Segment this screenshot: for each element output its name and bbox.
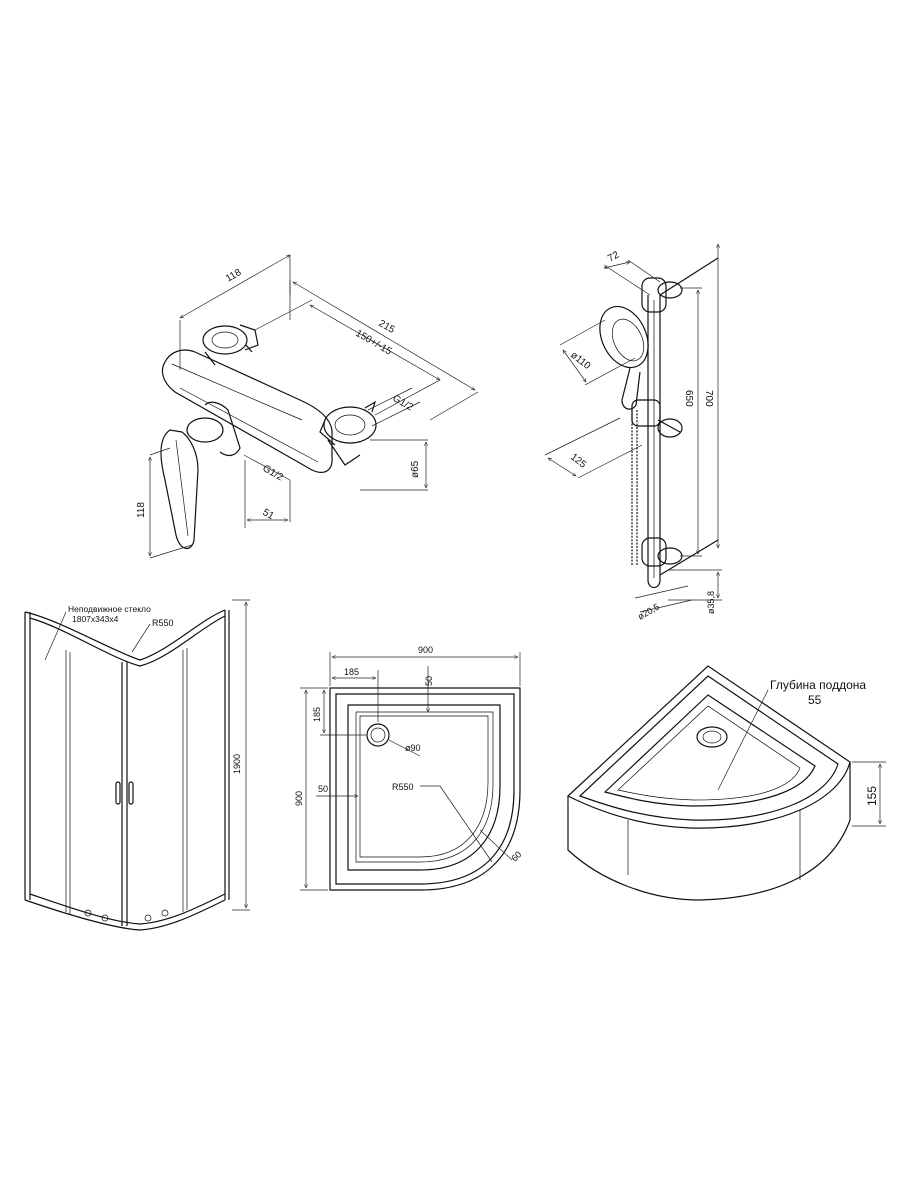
dim-118-top-label: 118	[224, 267, 244, 285]
mixer-body	[161, 349, 333, 473]
dim-150: 150+/-15	[254, 299, 440, 416]
dim-358-label: ø35,8	[706, 591, 716, 614]
enclosure-height-label: 1900	[232, 754, 242, 774]
dim-700-label: 700	[703, 390, 714, 407]
dim-900-width: 900	[329, 645, 521, 686]
dim-60: 60	[479, 829, 523, 863]
enclosure-fixed-glass-callout: Неподвижное стекло 1807x343x4	[44, 604, 151, 661]
tray-iso-basin	[603, 694, 816, 807]
enclosure-radius-label: R550	[152, 618, 174, 628]
tray-depth-label: 900	[294, 791, 304, 806]
dim-205: ø20,5	[634, 585, 693, 622]
dim-51: 51	[244, 460, 291, 528]
tray-drain	[366, 723, 390, 747]
mixer-right-fitting	[319, 400, 377, 466]
dim-g12-left-label: G1/2	[261, 463, 286, 484]
mixer-lever	[160, 429, 199, 549]
rim-curve-label: 60	[509, 849, 523, 863]
rim-left-label: 50	[318, 784, 328, 794]
tray-depth-callout-label: Глубина поддона	[770, 678, 866, 692]
dim-185-x: 185	[332, 667, 379, 722]
dim-72-label: 72	[606, 249, 622, 264]
dim-51-label: 51	[261, 507, 277, 522]
dim-125: 125	[544, 417, 643, 479]
dim-1900: 1900	[232, 599, 250, 911]
dim-65: ø65	[360, 439, 428, 491]
enclosure-radius-callout: R550	[131, 618, 174, 653]
enclosure-fixed-glass	[65, 648, 188, 914]
tray-plan-basin	[347, 704, 501, 871]
dim-118-side-label: 118	[136, 502, 147, 518]
tray-radius-label: R550	[392, 782, 414, 792]
dim-900-depth: 900	[294, 687, 328, 891]
dim-110: ø110	[559, 319, 636, 386]
dim-700: 700	[703, 244, 718, 548]
drain-diameter-label: ø90	[405, 743, 421, 753]
dim-118-side: 118	[136, 447, 193, 559]
shower-hose	[631, 410, 638, 565]
tray-height-label: 155	[865, 786, 879, 806]
enclosure-sliding-doors	[115, 662, 134, 926]
fixed-glass-size: 1807x343x4	[72, 614, 119, 624]
drain-offset-x-label: 185	[344, 667, 359, 677]
shower-tray-plan-drawing: 900 185 50 185 900 50	[294, 645, 523, 891]
dim-358: ø35,8	[668, 569, 722, 614]
dim-650: 650	[680, 287, 702, 557]
shower-enclosure-drawing: 1900 Неподвижное стекло 1807x343x4 R550	[24, 599, 250, 931]
tray-depth-callout: Глубина поддона 55	[717, 678, 866, 791]
rim-top-label: 50	[424, 676, 434, 686]
dim-g12-left: G1/2	[243, 454, 291, 484]
dim-50-left: 50	[316, 784, 358, 796]
dim-205-label: ø20,5	[636, 602, 661, 622]
enclosure-frame	[24, 609, 230, 931]
tray-plan-outline	[329, 687, 521, 891]
dim-155: 155	[852, 761, 886, 827]
dim-50-top: 50	[424, 666, 434, 712]
dim-72: 72	[604, 249, 661, 296]
dim-drain-90: ø90	[388, 739, 421, 757]
tray-depth-callout-value: 55	[808, 693, 822, 707]
dim-r550-plan: R550	[392, 782, 493, 863]
dim-110-label: ø110	[568, 350, 592, 373]
dim-185-y: 185	[312, 690, 366, 736]
dim-125-label: 125	[568, 452, 588, 471]
shower-rail-bar	[647, 257, 719, 589]
tray-iso-apron	[567, 762, 851, 901]
shower-rail-drawing: 72 ø110 650 700 125	[544, 244, 722, 622]
dim-650-label: 650	[683, 390, 694, 407]
tray-width-label: 900	[418, 645, 433, 655]
dim-65-label: ø65	[410, 460, 421, 478]
enclosure-rollers	[84, 909, 169, 922]
shower-mixer-drawing: 118 215 150+/-15 G1/2 ø65	[136, 255, 479, 559]
tray-iso-drain	[696, 726, 728, 748]
shower-tray-iso-drawing: Глубина поддона 55 155	[566, 665, 886, 901]
hand-shower	[599, 305, 649, 410]
fixed-glass-label: Неподвижное стекло	[68, 604, 151, 614]
drain-offset-y-label: 185	[312, 707, 322, 722]
rail-slider	[631, 399, 683, 438]
